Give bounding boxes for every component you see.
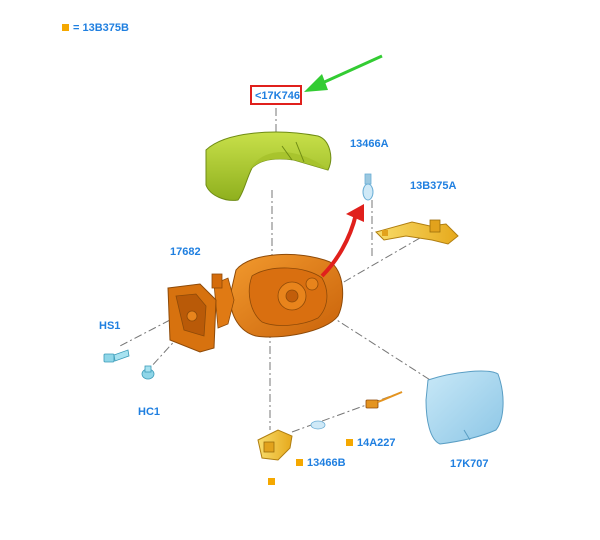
legend: = 13B375B (62, 22, 129, 34)
mirror-glass-part (425, 370, 504, 445)
marker-square-icon (296, 459, 303, 466)
clip-HC1-part (141, 365, 155, 380)
bulb-13466B-part (310, 420, 326, 430)
legend-square-icon (62, 24, 69, 31)
label-HS1[interactable]: HS1 (99, 320, 121, 332)
highlighted-part-label[interactable]: <17K746 (255, 90, 300, 102)
highlighted-part-box: <17K746 (250, 85, 302, 105)
red-curved-arrow (320, 204, 364, 278)
label-13466B[interactable]: 13466B (296, 457, 346, 469)
motor-17682-part (167, 283, 217, 353)
label-14A227-text: 14A227 (357, 437, 396, 449)
bulb-13466A-part (362, 173, 374, 201)
label-17682[interactable]: 17682 (170, 246, 201, 258)
legend-text: = 13B375B (73, 22, 129, 34)
label-13466B-text: 13466B (307, 457, 346, 469)
lamp-bracket-part (257, 429, 293, 461)
label-17K707[interactable]: 17K707 (450, 458, 489, 470)
connector-14A227-part (365, 391, 403, 409)
screw-HS1-part (103, 349, 130, 363)
green-pointer-arrow (304, 54, 383, 92)
marker-square-icon (268, 478, 275, 485)
label-13466A[interactable]: 13466A (350, 138, 389, 150)
bracket-13B375A-part (375, 219, 459, 245)
label-13B375A[interactable]: 13B375A (410, 180, 457, 192)
mirror-housing-part (211, 254, 344, 338)
label-HC1[interactable]: HC1 (138, 406, 161, 418)
label-14A227[interactable]: 14A227 (346, 437, 396, 449)
marker-square-icon (346, 439, 353, 446)
mirror-cover-part (205, 131, 332, 201)
